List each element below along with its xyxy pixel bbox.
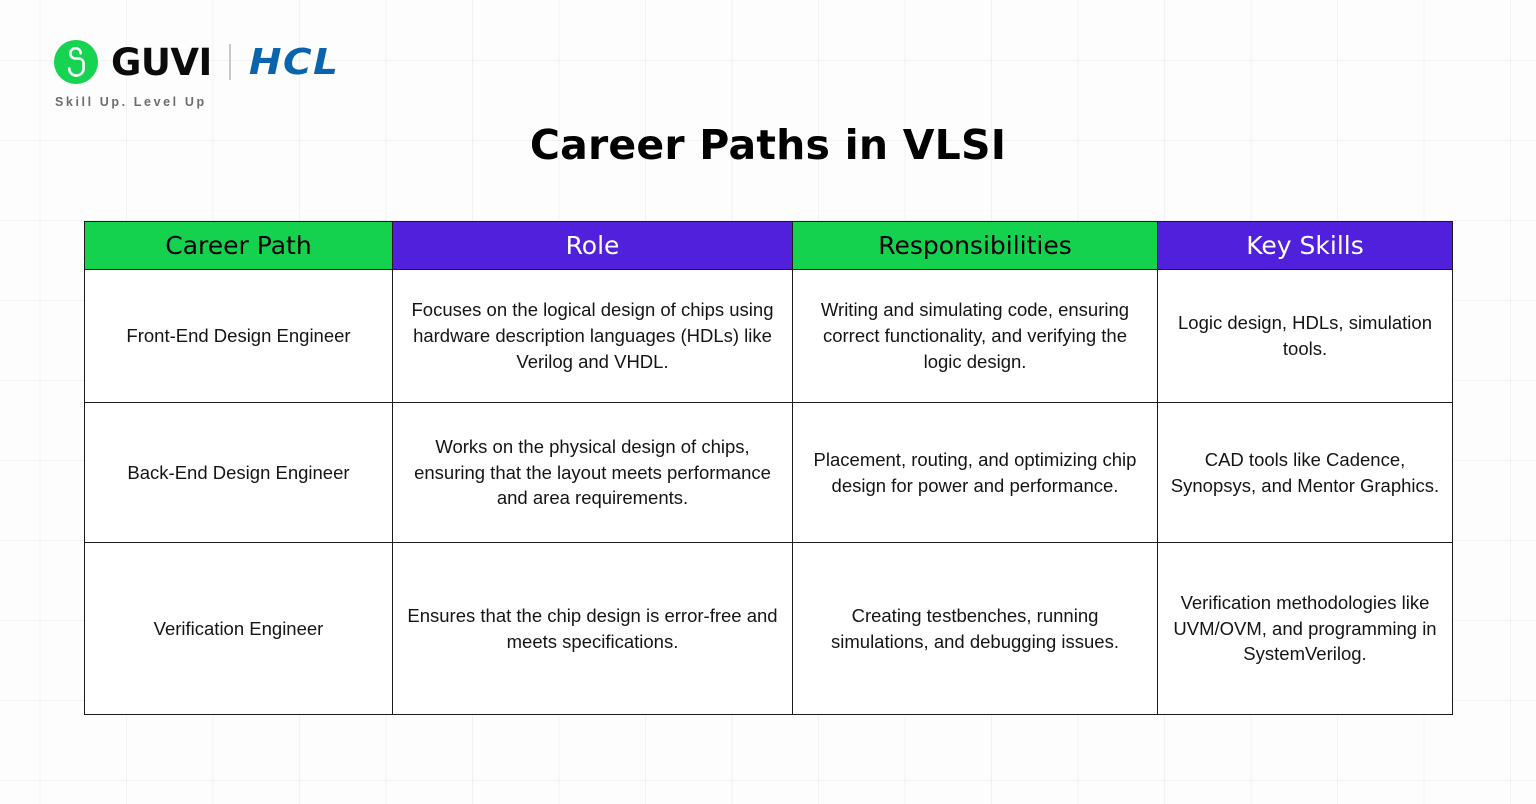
table-row: Verification Engineer Ensures that the c… [84,542,1453,715]
table-header: Career Path Role Responsibilities Key Sk… [84,221,1453,270]
brand-logo-row: GUVI HCL [54,38,339,86]
guvi-wordmark: GUVI [111,40,212,84]
brand-tagline: Skill Up. Level Up [55,95,207,109]
column-header-key-skills: Key Skills [1157,221,1453,270]
cell-key-skills: Logic design, HDLs, simulation tools. [1157,269,1453,403]
hcl-wordmark: HCL [248,41,340,83]
cell-role: Works on the physical design of chips, e… [392,402,793,543]
cell-responsibilities: Writing and simulating code, ensuring co… [792,269,1158,403]
cell-career-path: Verification Engineer [84,542,393,715]
cell-responsibilities: Placement, routing, and optimizing chip … [792,402,1158,543]
cell-role: Focuses on the logical design of chips u… [392,269,793,403]
table-row: Front-End Design Engineer Focuses on the… [84,269,1453,403]
cell-key-skills: CAD tools like Cadence, Synopsys, and Me… [1157,402,1453,543]
column-header-role: Role [392,221,793,270]
column-header-responsibilities: Responsibilities [792,221,1158,270]
cell-career-path: Front-End Design Engineer [84,269,393,403]
cell-responsibilities: Creating testbenches, running simulation… [792,542,1158,715]
brand-header: GUVI HCL Skill Up. Level Up [54,38,339,109]
guvi-circle-g-icon [54,40,98,84]
cell-role: Ensures that the chip design is error-fr… [392,542,793,715]
table-header-row: Career Path Role Responsibilities Key Sk… [84,221,1453,270]
cell-career-path: Back-End Design Engineer [84,402,393,543]
cell-key-skills: Verification methodologies like UVM/OVM,… [1157,542,1453,715]
brand-divider [228,44,231,80]
page-title: Career Paths in VLSI [529,121,1007,169]
column-header-career-path: Career Path [84,221,393,270]
table-body: Front-End Design Engineer Focuses on the… [84,269,1453,715]
career-paths-table: Career Path Role Responsibilities Key Sk… [84,221,1453,715]
table-row: Back-End Design Engineer Works on the ph… [84,402,1453,543]
